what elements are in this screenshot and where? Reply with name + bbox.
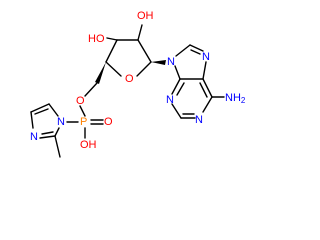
nh2-text: NH (225, 92, 241, 104)
bond-c4-n9 (174, 65, 181, 80)
bond-oring-c4 (105, 61, 122, 77)
bond-n1-c6 (202, 96, 213, 113)
atom-n1-label: N (195, 114, 203, 126)
bond-c1-oring (136, 61, 152, 77)
atom-oester-label: O (76, 95, 85, 107)
wedge-c1-n9 (151, 60, 166, 65)
atom-n7-label: N (202, 51, 210, 63)
bond-c8-n7 (189, 44, 204, 52)
atom-oring-label: O (125, 73, 134, 85)
bond-c6-c5 (202, 78, 213, 98)
bond-c4-c3 (105, 39, 118, 63)
atom-o2-label: OH (137, 10, 154, 22)
bond-imid-n3-c2-inner (41, 131, 54, 135)
bond-imid-n1-c5 (48, 103, 59, 117)
atom-labels: HO OH O O P O OH N N N N N N NH2 (30, 10, 246, 151)
bond-imid-c5-c4-inner (34, 108, 49, 115)
bond-n7-c5 (202, 61, 207, 80)
bond-imid-c2-n1 (54, 127, 60, 137)
bond-imid-c5-c4 (30, 103, 50, 113)
bond-c4-n3 (171, 78, 181, 95)
bonds (30, 24, 225, 158)
bond-n9-c8 (175, 44, 191, 57)
atom-n3-label: N (166, 94, 174, 106)
atom-odouble-label: O (104, 116, 113, 128)
bond-c8-n7-inner (190, 49, 201, 55)
bond-c5-oester (84, 82, 98, 97)
bond-c2-c1 (137, 39, 152, 63)
atom-nh2-label: NH2 (225, 92, 246, 105)
atom-o3-label: HO (88, 33, 105, 45)
bond-c4-n3-inner (176, 82, 185, 96)
atom-p-label: P (80, 116, 87, 128)
wedge-c4-c5 (95, 62, 106, 84)
bond-imid-c2-methyl (54, 135, 61, 158)
bond-oester-p (79, 105, 86, 117)
atom-ohydroxyl-label: OH (80, 139, 97, 151)
bond-c3-o3 (106, 37, 118, 41)
bond-c2-o2 (137, 24, 143, 41)
atom-nimid1-label: N (57, 116, 65, 128)
bond-imid-n3-c2 (39, 135, 56, 139)
bond-imid-c4-n3 (30, 111, 34, 129)
molecule-structure-diagram: HO OH O O P O OH N N N N N N NH2 (30, 10, 246, 158)
bond-n3-c2 (171, 103, 182, 119)
nh2-subscript: 2 (241, 96, 246, 105)
atom-nimid3-label: N (30, 131, 38, 143)
bond-c6-c5-inner (199, 82, 208, 98)
atom-n9-label: N (167, 56, 175, 68)
